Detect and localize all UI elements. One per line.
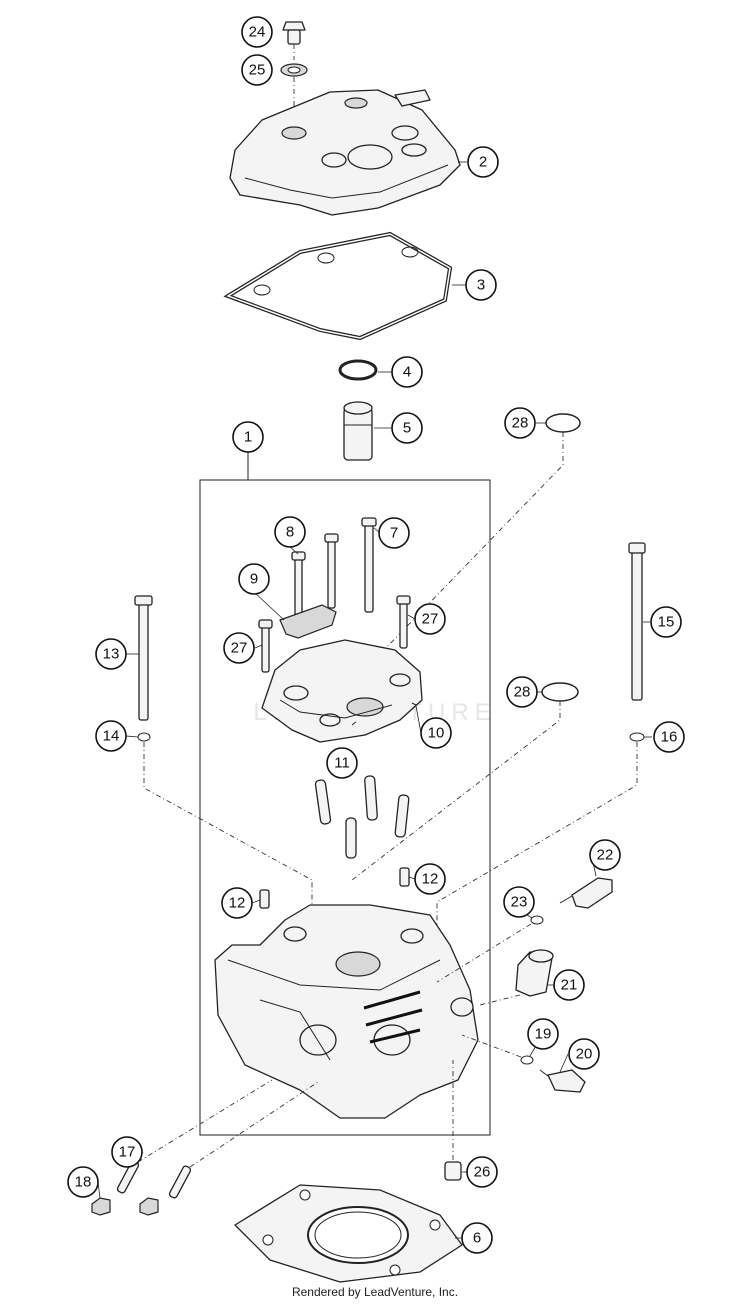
svg-text:14: 14 (103, 728, 120, 745)
callout-15: 15 (650, 606, 682, 638)
part-17-pins (116, 1079, 319, 1199)
part-4-oring (338, 359, 378, 381)
cylinder-head (214, 904, 479, 1119)
svg-text:12: 12 (229, 895, 246, 912)
svg-text:25: 25 (249, 62, 266, 79)
svg-text:21: 21 (561, 977, 578, 994)
svg-text:28: 28 (514, 684, 531, 701)
part-12-dowel-right (399, 867, 410, 887)
lead-10 (351, 702, 417, 726)
part-2-valve-cover (229, 89, 461, 216)
svg-text:11: 11 (334, 755, 350, 772)
svg-text:15: 15 (658, 614, 675, 631)
svg-text:6: 6 (473, 1230, 481, 1247)
svg-text:17: 17 (119, 1144, 136, 1161)
svg-text:10: 10 (428, 725, 445, 742)
svg-text:23: 23 (511, 894, 528, 911)
svg-text:5: 5 (403, 420, 411, 437)
svg-text:20: 20 (576, 1046, 593, 1063)
part-25-seal (280, 63, 308, 128)
callout-24: 24 (241, 16, 273, 48)
svg-text:7: 7 (390, 525, 398, 542)
callout-20: 20 (568, 1038, 600, 1070)
part-19-washer (520, 1055, 534, 1065)
part-24-screw (282, 21, 306, 60)
callout-10: 10 (420, 717, 452, 749)
svg-text:28: 28 (512, 415, 529, 432)
part-11-valve-guides (314, 775, 410, 859)
part-26-plug (444, 1060, 462, 1181)
svg-text:16: 16 (661, 729, 678, 746)
svg-text:13: 13 (103, 646, 120, 663)
svg-text:26: 26 (474, 1164, 491, 1181)
part-12-dowel-left (259, 889, 270, 909)
part-9-chain-guide (279, 604, 337, 639)
callout-3: 3 (465, 269, 497, 301)
part-14-washer (137, 732, 151, 742)
callout-21: 21 (553, 969, 585, 1001)
callout-14: 14 (95, 720, 127, 752)
svg-text:4: 4 (403, 364, 411, 381)
svg-text:9: 9 (250, 571, 258, 588)
callout-8: 8 (274, 516, 306, 548)
part-18-bolts (91, 1197, 159, 1216)
lead-20 (461, 1034, 522, 1058)
callout-25: 25 (241, 54, 273, 86)
assembly-frame (199, 452, 491, 1136)
callout-22: 22 (589, 839, 621, 871)
callout-18: 18 (67, 1166, 99, 1198)
callout-6: 6 (461, 1222, 493, 1254)
svg-text:1: 1 (244, 429, 252, 446)
part-15-bolt (628, 542, 646, 701)
callout-11: 11 (326, 747, 358, 779)
svg-text:27: 27 (422, 611, 439, 628)
lead-21 (479, 994, 521, 1006)
callout-28-upper: 28 (504, 407, 536, 439)
callout-19: 19 (527, 1018, 559, 1050)
callout-26: 26 (466, 1156, 498, 1188)
part-5-tube (343, 401, 373, 461)
svg-text:27: 27 (231, 640, 248, 657)
part-21-adapter (515, 949, 554, 997)
lead-13 (143, 742, 313, 905)
callout-16: 16 (653, 721, 685, 753)
callout-12-right: 12 (414, 863, 446, 895)
callout-28-lower: 28 (506, 676, 538, 708)
part-13-bolt (134, 595, 153, 721)
callout-7: 7 (378, 517, 410, 549)
svg-text:12: 12 (422, 871, 439, 888)
svg-text:19: 19 (535, 1026, 552, 1043)
svg-text:8: 8 (286, 524, 294, 541)
camshaft-carrier (261, 639, 423, 743)
callout-27-left: 27 (223, 632, 255, 664)
footer-credit: Rendered by LeadVenture, Inc. (291, 1285, 459, 1299)
lead-28-lower (351, 701, 561, 881)
callout-2: 2 (467, 146, 499, 178)
callout-1: 1 (232, 421, 264, 453)
callout-4: 4 (391, 356, 423, 388)
svg-text:24: 24 (249, 24, 266, 41)
part-3-gasket (223, 231, 453, 341)
callout-27-right: 27 (414, 603, 446, 635)
callout-23: 23 (503, 886, 535, 918)
lead-22 (436, 923, 532, 983)
callout-13: 13 (95, 638, 127, 670)
lead-28-upper (354, 432, 564, 681)
callout-17: 17 (111, 1136, 143, 1168)
svg-text:22: 22 (597, 847, 614, 864)
svg-text:3: 3 (477, 277, 485, 294)
callout-9: 9 (238, 563, 270, 595)
part-28-oring-lower (541, 682, 579, 702)
svg-text:2: 2 (479, 154, 487, 171)
part-16-washer (629, 732, 645, 742)
callout-12-left: 12 (221, 887, 253, 919)
part-28-oring-upper (545, 413, 581, 433)
callout-5: 5 (391, 412, 423, 444)
part-23-washer (530, 915, 544, 925)
svg-text:18: 18 (75, 1174, 92, 1191)
part-22-sensor (559, 877, 613, 909)
part-20-sensor (539, 1069, 586, 1093)
part-6-head-gasket (234, 1184, 463, 1283)
